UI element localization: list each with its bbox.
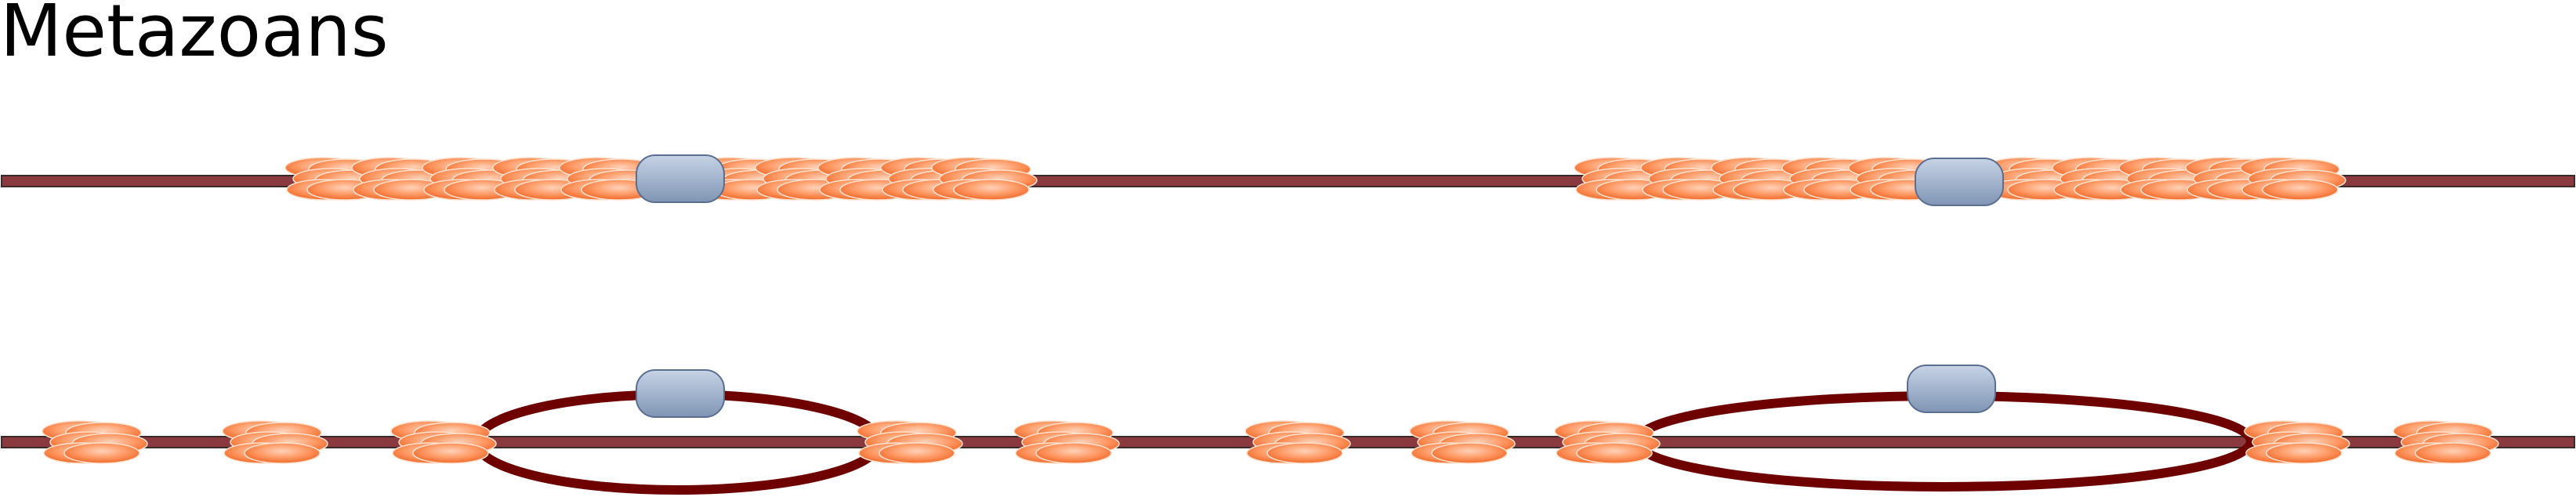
- nucleosome-icon: [2393, 420, 2499, 464]
- page-title: Metazoans: [0, 0, 389, 73]
- protein-complex-icon: [1907, 365, 1996, 413]
- protein-complex-icon: [1915, 158, 2004, 206]
- nucleosome-icon: [1554, 420, 1661, 464]
- nucleosome-icon: [222, 420, 328, 464]
- nucleosome-icon: [931, 157, 1038, 201]
- protein-complex-icon: [636, 369, 725, 418]
- protein-complex-icon: [636, 154, 725, 203]
- nucleosome-icon: [1245, 420, 1351, 464]
- nucleosome-icon: [390, 420, 497, 464]
- nucleosome-icon: [1409, 420, 1516, 464]
- nucleosome-icon: [42, 420, 148, 464]
- nucleosome-icon: [2240, 157, 2346, 201]
- nucleosome-icon: [2244, 420, 2350, 464]
- nucleosome-icon: [1013, 420, 1120, 464]
- nucleosome-icon: [857, 420, 963, 464]
